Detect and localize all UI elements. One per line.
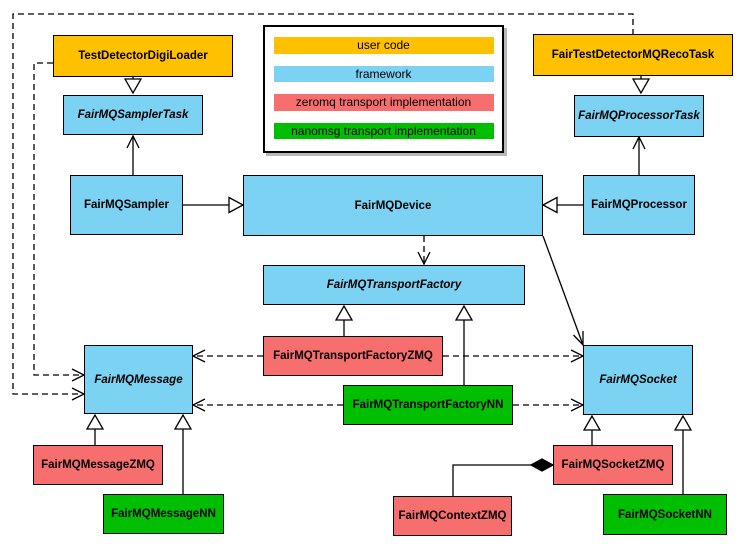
node-fairmq-message: FairMQMessage [84, 345, 193, 414]
edge-factoryzmq-message-dependency [191, 349, 263, 363]
node-fairmq-socket-nn: FairMQSocketNN [603, 494, 727, 535]
node-fairmq-transport-factory-nn: FairMQTransportFactoryNN [343, 385, 513, 425]
edge-socketnn-socket-inheritance [673, 414, 693, 494]
edge-sampler-samplertask-association [126, 134, 140, 175]
legend-swatch-zeromq: zeromq transport implementation [273, 94, 494, 111]
edge-factoryzmq-factory-inheritance [334, 304, 354, 336]
edge-factorynn-factory-inheritance [454, 304, 474, 385]
node-fairmq-transport-factory: FairMQTransportFactory [263, 265, 525, 305]
node-fairmq-socket-zmq: FairMQSocketZMQ [553, 445, 673, 485]
legend: user code framework zeromq transport imp… [263, 25, 504, 153]
node-fairmq-message-nn: FairMQMessageNN [103, 494, 224, 534]
legend-swatch-user-code: user code [273, 37, 494, 54]
node-fair-test-detector-mq-reco-task: FairTestDetectorMQRecoTask [533, 34, 733, 76]
edge-device-transportfactory-dependency [417, 236, 431, 266]
edge-processor-device-inheritance [541, 196, 583, 214]
edge-factorynn-message-dependency [191, 398, 343, 412]
legend-swatch-nanomsg: nanomsg transport implementation [273, 122, 494, 139]
edge-socketzmq-socket-inheritance [582, 414, 602, 445]
edge-recotask-processortask-inheritance [631, 76, 651, 95]
node-fairmq-message-zmq: FairMQMessageZMQ [33, 445, 163, 485]
node-test-detector-digi-loader: TestDetectorDigiLoader [53, 35, 233, 77]
node-fairmq-context-zmq: FairMQContextZMQ [393, 496, 512, 536]
edge-device-socket-association [542, 235, 584, 347]
edge-contextzmq-socketzmq-composition [452, 458, 555, 496]
edge-processor-processortask-association [632, 135, 646, 175]
node-fairmq-socket: FairMQSocket [583, 345, 693, 415]
node-fairmq-device: FairMQDevice [243, 175, 543, 236]
node-fairmq-sampler-task: FairMQSamplerTask [63, 95, 203, 135]
edge-digiloader-samplertask-inheritance [123, 77, 143, 95]
node-fairmq-processor: FairMQProcessor [583, 175, 695, 235]
node-fairmq-sampler: FairMQSampler [70, 175, 183, 235]
node-fairmq-processor-task: FairMQProcessorTask [574, 95, 704, 137]
legend-swatch-framework: framework [273, 65, 494, 82]
edge-sampler-device-inheritance [183, 196, 245, 214]
edge-messagezmq-message-inheritance [85, 413, 105, 445]
edge-messagenn-message-inheritance [173, 413, 193, 494]
node-fairmq-transport-factory-zmq: FairMQTransportFactoryZMQ [263, 336, 443, 376]
edge-factorynn-socket-dependency [513, 398, 585, 412]
